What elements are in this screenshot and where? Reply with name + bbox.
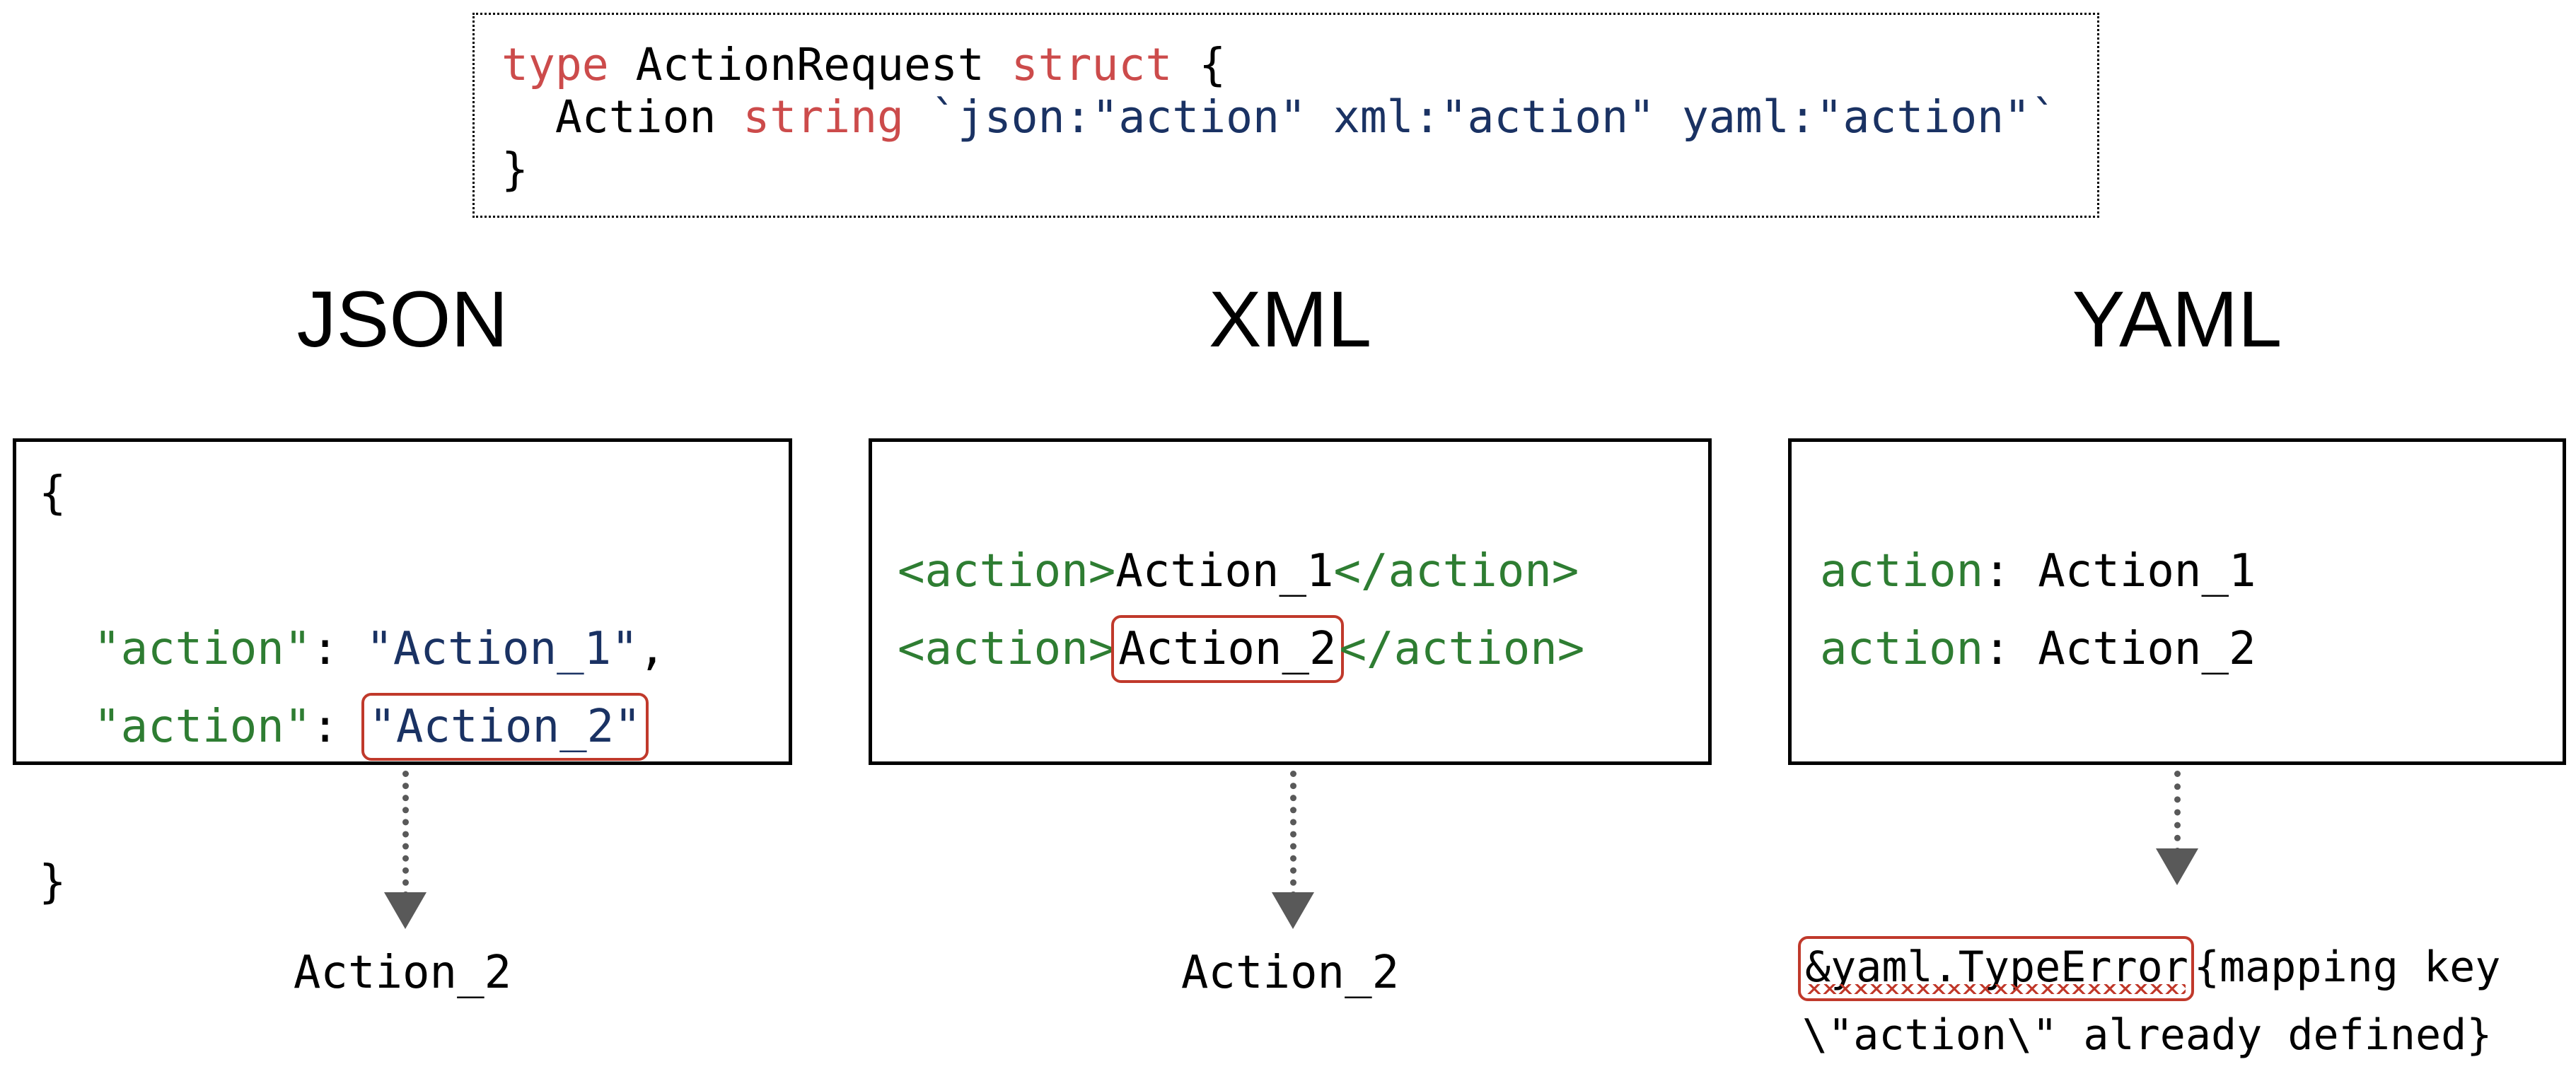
- yaml-separator-2: :: [1983, 623, 2038, 675]
- yaml-code-text: action: Action_1 action: Action_2: [1820, 532, 2256, 688]
- arrow-stem: [1290, 771, 1296, 898]
- result-json: Action_2: [293, 947, 512, 999]
- spellcheck-squiggle-icon: [1806, 984, 2186, 994]
- json-close-brace: }: [39, 856, 66, 909]
- xml-open-tag-2: <action>: [898, 623, 1116, 675]
- yaml-typeerror-label: &yaml.TypeError: [1805, 942, 2188, 992]
- arrow-stem: [2174, 771, 2181, 854]
- struct-code-text: type ActionRequest struct { Action strin…: [501, 39, 2058, 196]
- yaml-value-1: Action_1: [2038, 545, 2256, 597]
- column-title-yaml: YAML: [2072, 275, 2282, 363]
- yaml-code-box: action: Action_1 action: Action_2: [1788, 438, 2566, 765]
- json-value-1: "Action_1": [366, 623, 639, 675]
- xml-open-tag-1: <action>: [898, 545, 1116, 597]
- keyword-type: type: [501, 39, 609, 90]
- xml-close-tag-2: </action>: [1339, 623, 1585, 675]
- struct-field-tag: `json:"action" xml:"action" yaml:"action…: [930, 91, 2058, 143]
- yaml-separator-1: :: [1983, 545, 2038, 597]
- yaml-error-rest: {mapping key: [2193, 942, 2501, 992]
- struct-code-box: type ActionRequest struct { Action strin…: [472, 13, 2099, 218]
- result-xml: Action_2: [1180, 947, 1400, 999]
- arrow-head-icon: [2156, 848, 2198, 885]
- keyword-struct: struct: [1011, 39, 1173, 90]
- yaml-typeerror-token: &yaml.TypeError: [1798, 936, 2194, 1001]
- json-code-box: { "action": "Action_1", "action": "Actio…: [13, 438, 792, 909]
- xml-code-text: <action>Action_1</action> <action>Action…: [898, 532, 1584, 688]
- json-separator-1: :: [311, 623, 366, 675]
- column-title-json: JSON: [296, 275, 509, 363]
- yaml-value-2: Action_2: [2038, 623, 2256, 675]
- struct-type-name: ActionRequest: [635, 39, 985, 90]
- arrow-stem: [402, 771, 409, 898]
- keyword-string: string: [743, 91, 904, 143]
- column-title-xml: XML: [1208, 275, 1372, 363]
- json-open-brace: {: [39, 467, 66, 520]
- struct-field-name: Action: [555, 91, 716, 143]
- yaml-key-2: action: [1820, 623, 1984, 675]
- xml-value-2-highlight: Action_2: [1111, 615, 1344, 683]
- arrow-head-icon: [1272, 892, 1314, 929]
- json-key-2: "action": [93, 701, 312, 753]
- json-comma: ,: [638, 623, 666, 675]
- yaml-error-line2: \"action\" already defined}: [1802, 1010, 2493, 1060]
- yaml-key-1: action: [1820, 545, 1984, 597]
- xml-value-1: Action_1: [1115, 545, 1334, 597]
- json-separator-2: :: [311, 701, 366, 753]
- struct-close-brace: }: [501, 144, 528, 195]
- json-key-1: "action": [93, 623, 312, 675]
- arrow-head-icon: [384, 892, 427, 929]
- struct-open-brace: {: [1199, 39, 1226, 90]
- json-code-text: { "action": "Action_1", "action": "Actio…: [39, 455, 666, 921]
- result-yaml-error: &yaml.TypeError{mapping key \"action\" a…: [1798, 933, 2576, 1069]
- xml-code-box: <action>Action_1</action> <action>Action…: [869, 438, 1712, 765]
- xml-close-tag-1: </action>: [1333, 545, 1579, 597]
- json-value-2-highlight: "Action_2": [361, 693, 649, 761]
